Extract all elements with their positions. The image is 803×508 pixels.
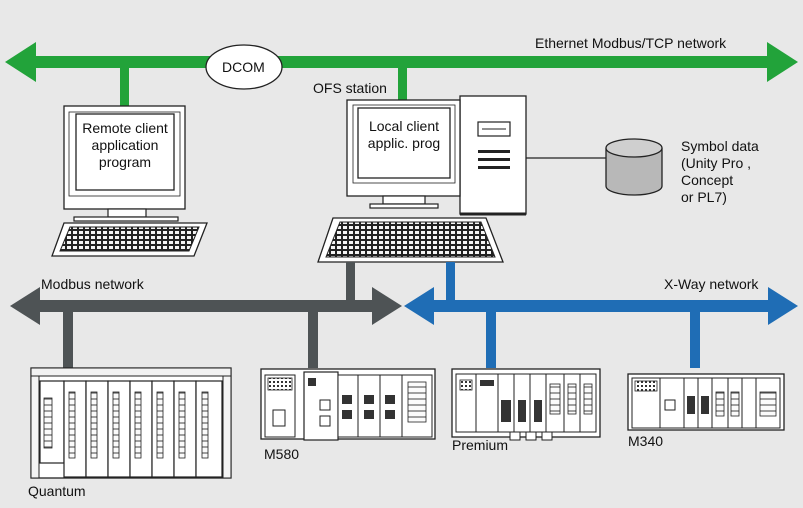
dcom-label: DCOM xyxy=(222,59,265,75)
premium-plc-rack xyxy=(451,368,601,441)
remote-client-label: Remote client application program xyxy=(76,120,174,171)
local-client-label: Local client applic. prog xyxy=(358,118,450,152)
remote-client-line-3: program xyxy=(98,154,152,170)
ofs-station-pc xyxy=(317,95,527,263)
premium-label: Premium xyxy=(452,437,509,453)
symbol-data-label: Symbol data (Unity Pro , Concept or PL7) xyxy=(681,138,759,206)
symbol-data-line-4: or PL7) xyxy=(681,189,727,205)
symbol-data-line-3: Concept xyxy=(681,172,734,188)
ethernet-network-label: Ethernet Modbus/TCP network xyxy=(535,35,727,51)
m340-plc-rack xyxy=(627,373,785,431)
dcom-ellipse xyxy=(205,44,283,90)
remote-client-line-2: application xyxy=(91,137,159,153)
quantum-plc-rack xyxy=(30,367,232,479)
remote-client-line-1: Remote client xyxy=(82,120,168,136)
m580-plc-rack xyxy=(260,368,436,441)
quantum-label: Quantum xyxy=(28,483,86,499)
m580-label: M580 xyxy=(264,446,300,462)
xway-network-bus xyxy=(404,262,798,368)
symbol-data-line-1: Symbol data xyxy=(681,138,759,154)
modbus-network-bus xyxy=(10,262,402,368)
symbol-data-cylinder xyxy=(526,138,663,196)
modbus-network-label: Modbus network xyxy=(41,276,144,292)
remote-client-pc xyxy=(51,105,208,257)
symbol-data-line-2: (Unity Pro , xyxy=(681,155,752,171)
ofs-station-label: OFS station xyxy=(313,80,387,96)
xway-network-label: X-Way network xyxy=(664,276,759,292)
m340-label: M340 xyxy=(628,433,664,449)
local-client-line-1: Local client xyxy=(368,118,440,134)
local-client-line-2: applic. prog xyxy=(367,135,441,151)
